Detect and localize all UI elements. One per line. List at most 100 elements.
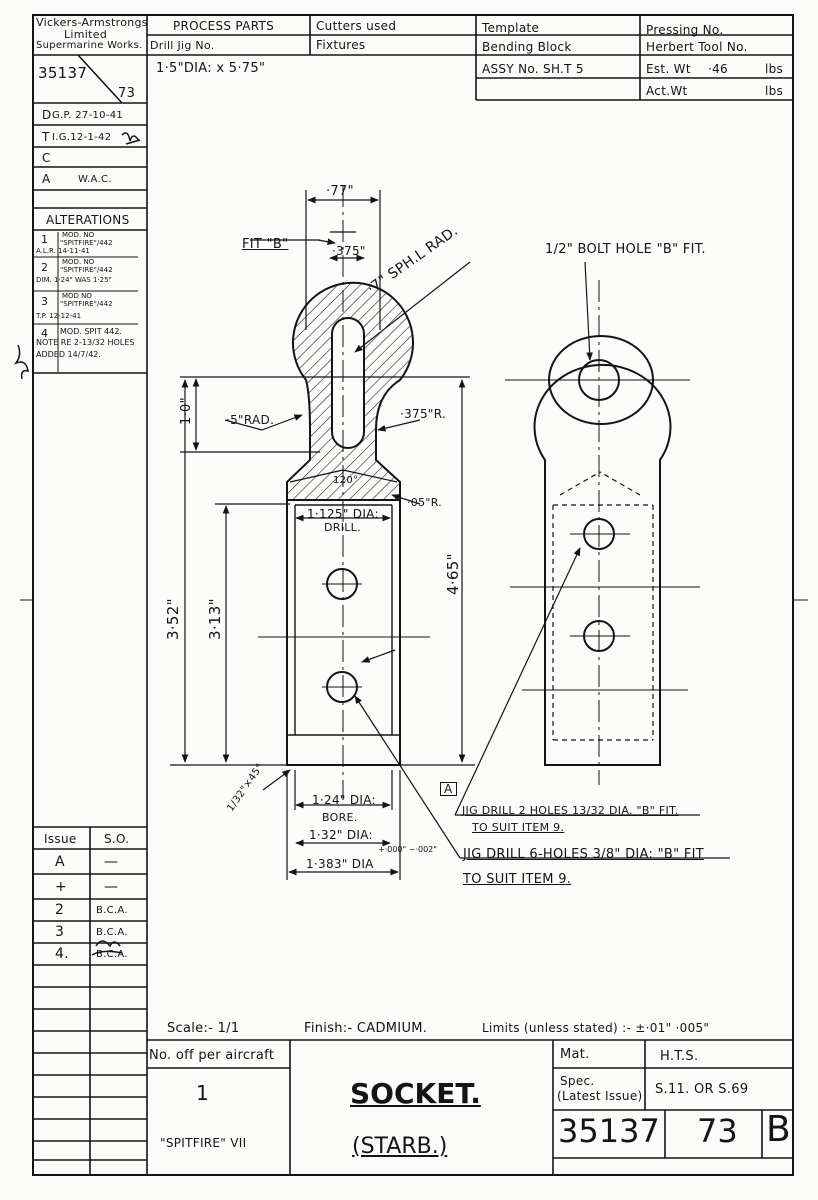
finish-label: Finish:- CADMIUM. (304, 1021, 428, 1036)
dimension-lines (170, 190, 730, 880)
approval-a-letter: A (42, 172, 51, 186)
so-row-2: — (104, 879, 119, 895)
noff-value: 1 (196, 1081, 209, 1105)
alteration-4-line3: ADDED 14/7/42. (36, 350, 101, 359)
alteration-2-line2: "SPITFIRE"/442 (60, 266, 113, 274)
dim-1125: 1·125" DIA: (307, 507, 379, 521)
dim-drill: DRILL. (324, 521, 361, 534)
mat-value: H.T.S. (660, 1049, 699, 1064)
stamp-scribble (13, 132, 141, 956)
note-a-line2: TO SUIT ITEM 9. (472, 821, 565, 834)
dim-tolerance: +·000" −·002" (378, 845, 437, 854)
est-wt-value: ·46 (708, 62, 728, 76)
dim-bore: BORE. (322, 811, 358, 824)
alteration-4-line1: MOD. SPIT 442. (60, 327, 122, 336)
pressing-no-label: Pressing No. (646, 23, 724, 37)
alteration-2-line3: DIM. 1·24" WAS 1·25" (36, 276, 112, 284)
act-wt-label: Act.Wt (646, 84, 688, 98)
est-wt-unit: lbs (765, 62, 784, 76)
spec-label-latest: (Latest Issue) (557, 1089, 643, 1103)
so-header: S.O. (104, 832, 130, 846)
approval-d-letter: D (42, 108, 52, 122)
side-view-part (505, 280, 700, 785)
drawing-number: 35137 (558, 1112, 660, 1150)
sheet-frame (20, 14, 808, 1176)
issue-header: Issue (44, 832, 77, 846)
so-row-1: — (104, 854, 119, 870)
so-row-5: B.C.A. (96, 949, 128, 960)
alteration-3-line2: "SPITFIRE"/442 (60, 300, 113, 308)
limits-label: Limits (unless stated) :- ±·01" ·005" (482, 1021, 710, 1035)
alteration-1-no: 1 (41, 233, 49, 246)
company-line1: Vickers-Armstrongs (36, 16, 148, 29)
approval-a-text: W.A.C. (78, 174, 112, 185)
mat-label: Mat. (560, 1047, 590, 1062)
process-parts-label: PROCESS PARTS (173, 19, 275, 33)
template-label: Template (482, 21, 540, 35)
dim-124: 1·24" DIA: (312, 793, 376, 807)
note-b-line1: JIG DRILL 6-HOLES 3/8" DIA: "B" FIT (463, 847, 704, 862)
spec-value: S.11. OR S.69 (655, 1082, 749, 1097)
bending-block-label: Bending Block (482, 40, 572, 54)
noff-label: No. off per aircraft (149, 1048, 275, 1063)
cutters-used-label: Cutters used (316, 19, 397, 33)
est-wt-label: Est. Wt (646, 62, 691, 76)
drill-jig-value: 1·5"DIA: x 5·75" (156, 61, 266, 76)
herbert-tool-label: Herbert Tool No. (646, 40, 748, 54)
alteration-1-line3: A.L.R. 14-11-41 (36, 247, 90, 255)
alteration-2-no: 2 (41, 261, 49, 274)
approval-t-letter: T (42, 130, 50, 144)
alteration-3-line1: MOD NO (62, 292, 92, 300)
issue-row-1: A (55, 854, 65, 870)
note-b-line2: TO SUIT ITEM 9. (463, 872, 572, 887)
note-bolt-hole: 1/2" BOLT HOLE "B" FIT. (545, 242, 706, 257)
so-row-3: B.C.A. (96, 905, 128, 916)
approval-t-text: I.G.12-1-42 (52, 132, 112, 143)
issue-row-4: 3 (55, 924, 65, 940)
dim-077: ·77" (326, 184, 354, 199)
dim-fit-b: FIT "B" (242, 237, 289, 252)
dim-352: 3·52" (164, 598, 182, 640)
alterations-heading: ALTERATIONS (46, 213, 130, 227)
dim-132: 1·32" DIA: (309, 828, 373, 842)
note-a-marker: A (440, 782, 457, 796)
spec-label: Spec. (560, 1074, 595, 1088)
part-subname: (STARB.) (352, 1134, 448, 1159)
scale-label: Scale:- 1/1 (167, 1021, 240, 1036)
aircraft-label: "SPITFIRE" VII (160, 1136, 247, 1150)
assy-no-label: ASSY No. SH.T 5 (482, 62, 584, 76)
fixtures-label: Fixtures (316, 38, 366, 52)
issue-row-3: 2 (55, 902, 65, 918)
dim-120-deg: 120° (333, 475, 359, 486)
dim-375: ·375" (332, 244, 366, 258)
drawing-number-top: 35137 (38, 64, 88, 82)
company-line2: Limited (64, 28, 108, 41)
note-a-line1: JIG DRILL 2 HOLES 13/32 DIA. "B" FIT. (462, 804, 679, 817)
front-view-part (258, 185, 430, 800)
alteration-1-line2: "SPITFIRE"/442 (60, 239, 113, 247)
issue-letter: B (766, 1109, 791, 1150)
alteration-4-line2: NOTE RE 2-13/32 HOLES (36, 338, 135, 347)
approval-c-letter: C (42, 151, 51, 165)
dim-10: 1·0" (179, 397, 194, 425)
dim-5-rad: ·5"RAD. (226, 413, 275, 427)
issue-row-2: + (55, 879, 68, 895)
dim-05-r: ·05"R. (407, 496, 443, 509)
approval-d-text: G.P. 27-10-41 (52, 110, 124, 121)
drill-jig-label: Drill Jig No. (150, 39, 215, 52)
dim-1383: 1·383" DIA (306, 857, 374, 871)
issue-row-5: 4. (55, 946, 69, 962)
title-grid (33, 15, 793, 1175)
alteration-3-no: 3 (41, 295, 49, 308)
so-row-4: B.C.A. (96, 927, 128, 938)
act-wt-unit: lbs (765, 84, 784, 98)
alteration-1-line1: MOD. NO (62, 231, 95, 239)
dim-375-r: ·375"R. (400, 407, 447, 421)
part-name: SOCKET. (350, 1077, 481, 1110)
drawing-suffix-top: 73 (118, 86, 136, 101)
alteration-4-no: 4 (41, 327, 49, 340)
drawing-suffix: 73 (697, 1112, 738, 1150)
alteration-2-line1: MOD. NO (62, 258, 95, 266)
